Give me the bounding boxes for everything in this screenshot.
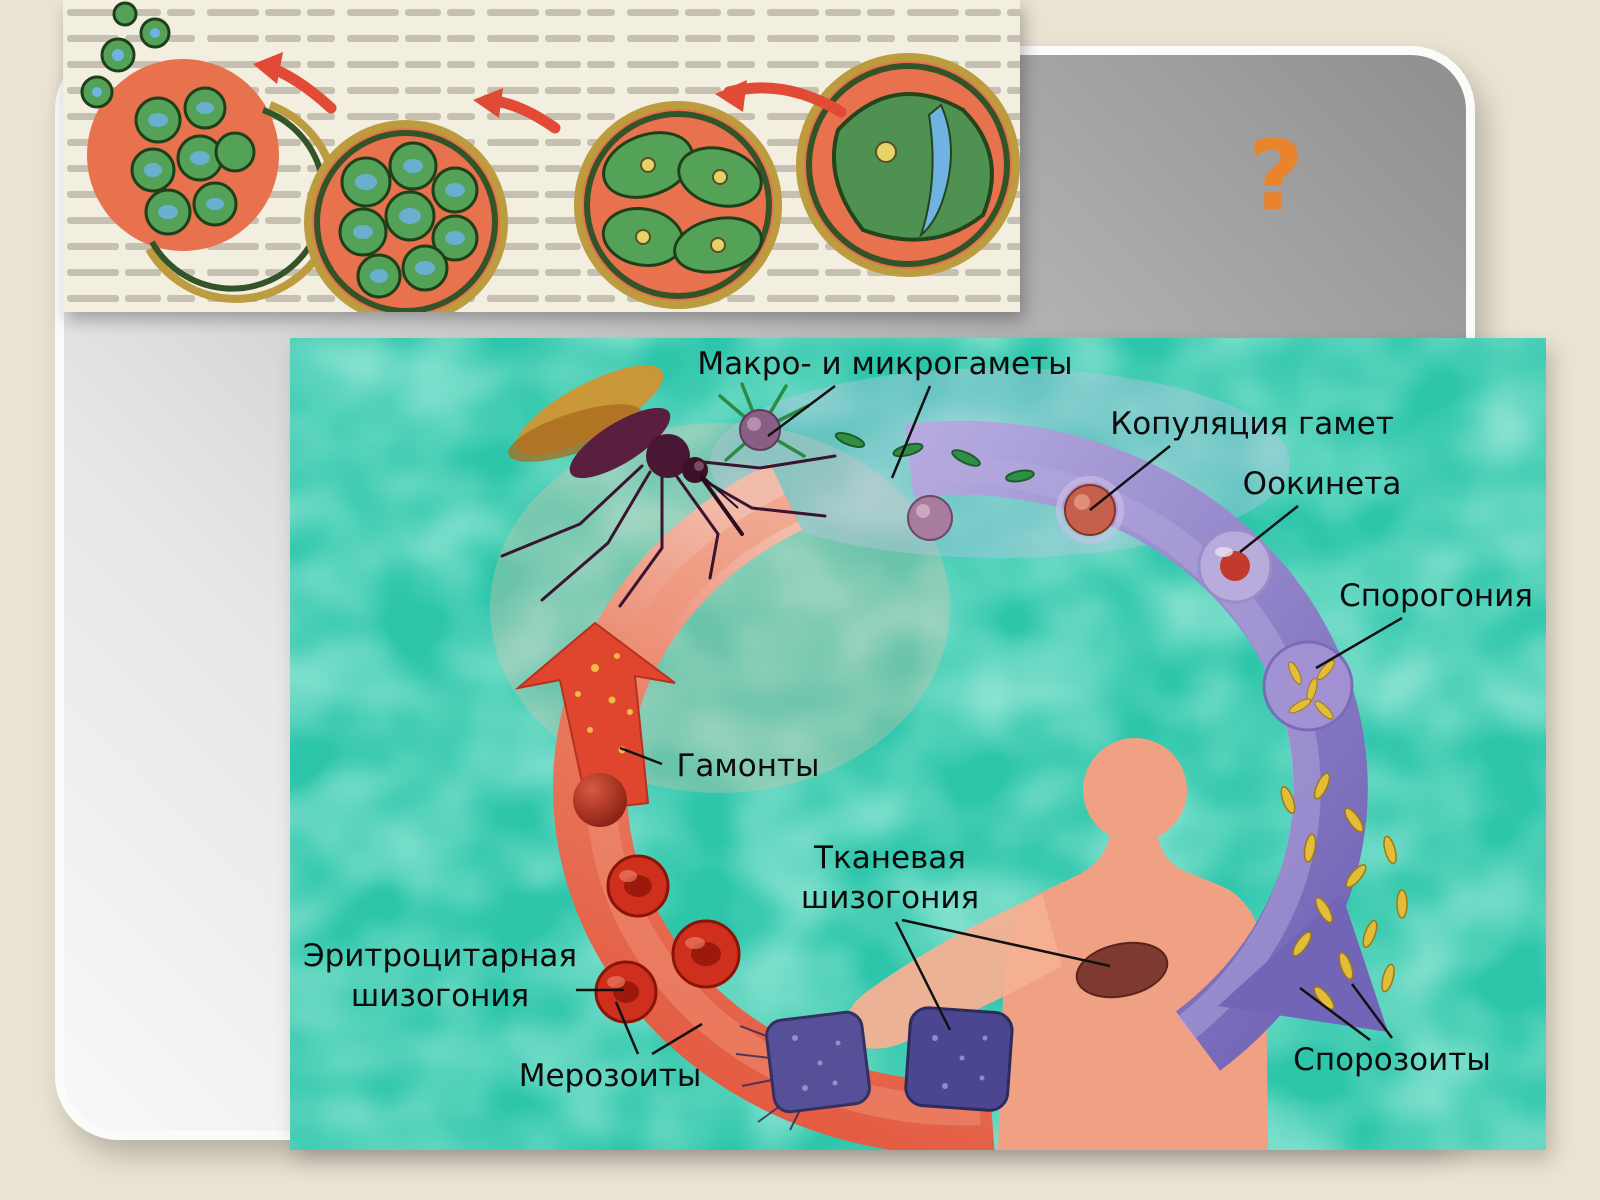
oocyst-stages-illustration xyxy=(63,0,1020,312)
gamont-cell xyxy=(573,773,627,827)
mosquito-icon xyxy=(500,365,837,608)
red-blood-cells xyxy=(594,854,741,1024)
arrowheads xyxy=(253,52,747,118)
sporozoites-cells xyxy=(1280,772,1408,1010)
purple-arrowhead xyxy=(1218,894,1388,1032)
oocyst-stage-bursting xyxy=(80,1,340,303)
oocyst-stage-young xyxy=(796,53,1020,277)
label-erythrocytic-schizogony: Эритроцитарная шизогония xyxy=(302,938,578,1014)
cycle-illustration xyxy=(290,338,1546,1150)
label-tissue-schizogony: Тканевая шизогония xyxy=(800,840,980,916)
label-gamonts: Гамонты xyxy=(676,748,820,784)
liver-cell xyxy=(1075,941,1169,999)
label-merozoites: Мерозоиты xyxy=(518,1058,702,1094)
gametes xyxy=(834,432,1035,483)
textbook-figure xyxy=(63,0,1020,312)
label-gamete-copulation: Копуляция гамет xyxy=(1110,406,1394,442)
question-mark: ? xyxy=(1248,120,1304,232)
label-sporozoites: Спорозоиты xyxy=(1293,1042,1491,1078)
oocyst-stage-dividing xyxy=(574,101,782,309)
label-macro-microgametes: Макро- и микрогаметы xyxy=(697,346,1073,382)
oocyst-stage-many-cells xyxy=(304,120,508,312)
label-pointer-lines xyxy=(576,384,1403,1056)
label-ookinete: Оокинета xyxy=(1242,466,1402,502)
sporogony-cell xyxy=(1262,640,1354,732)
microgamete-cell xyxy=(718,382,810,462)
merozoite-cells xyxy=(735,1006,1014,1131)
label-sporogony: Спорогония xyxy=(1339,578,1533,614)
malaria-life-cycle-diagram: Макро- и микрогаметы Копуляция гамет Оок… xyxy=(290,338,1546,1150)
ookinete-cell xyxy=(1197,528,1273,604)
